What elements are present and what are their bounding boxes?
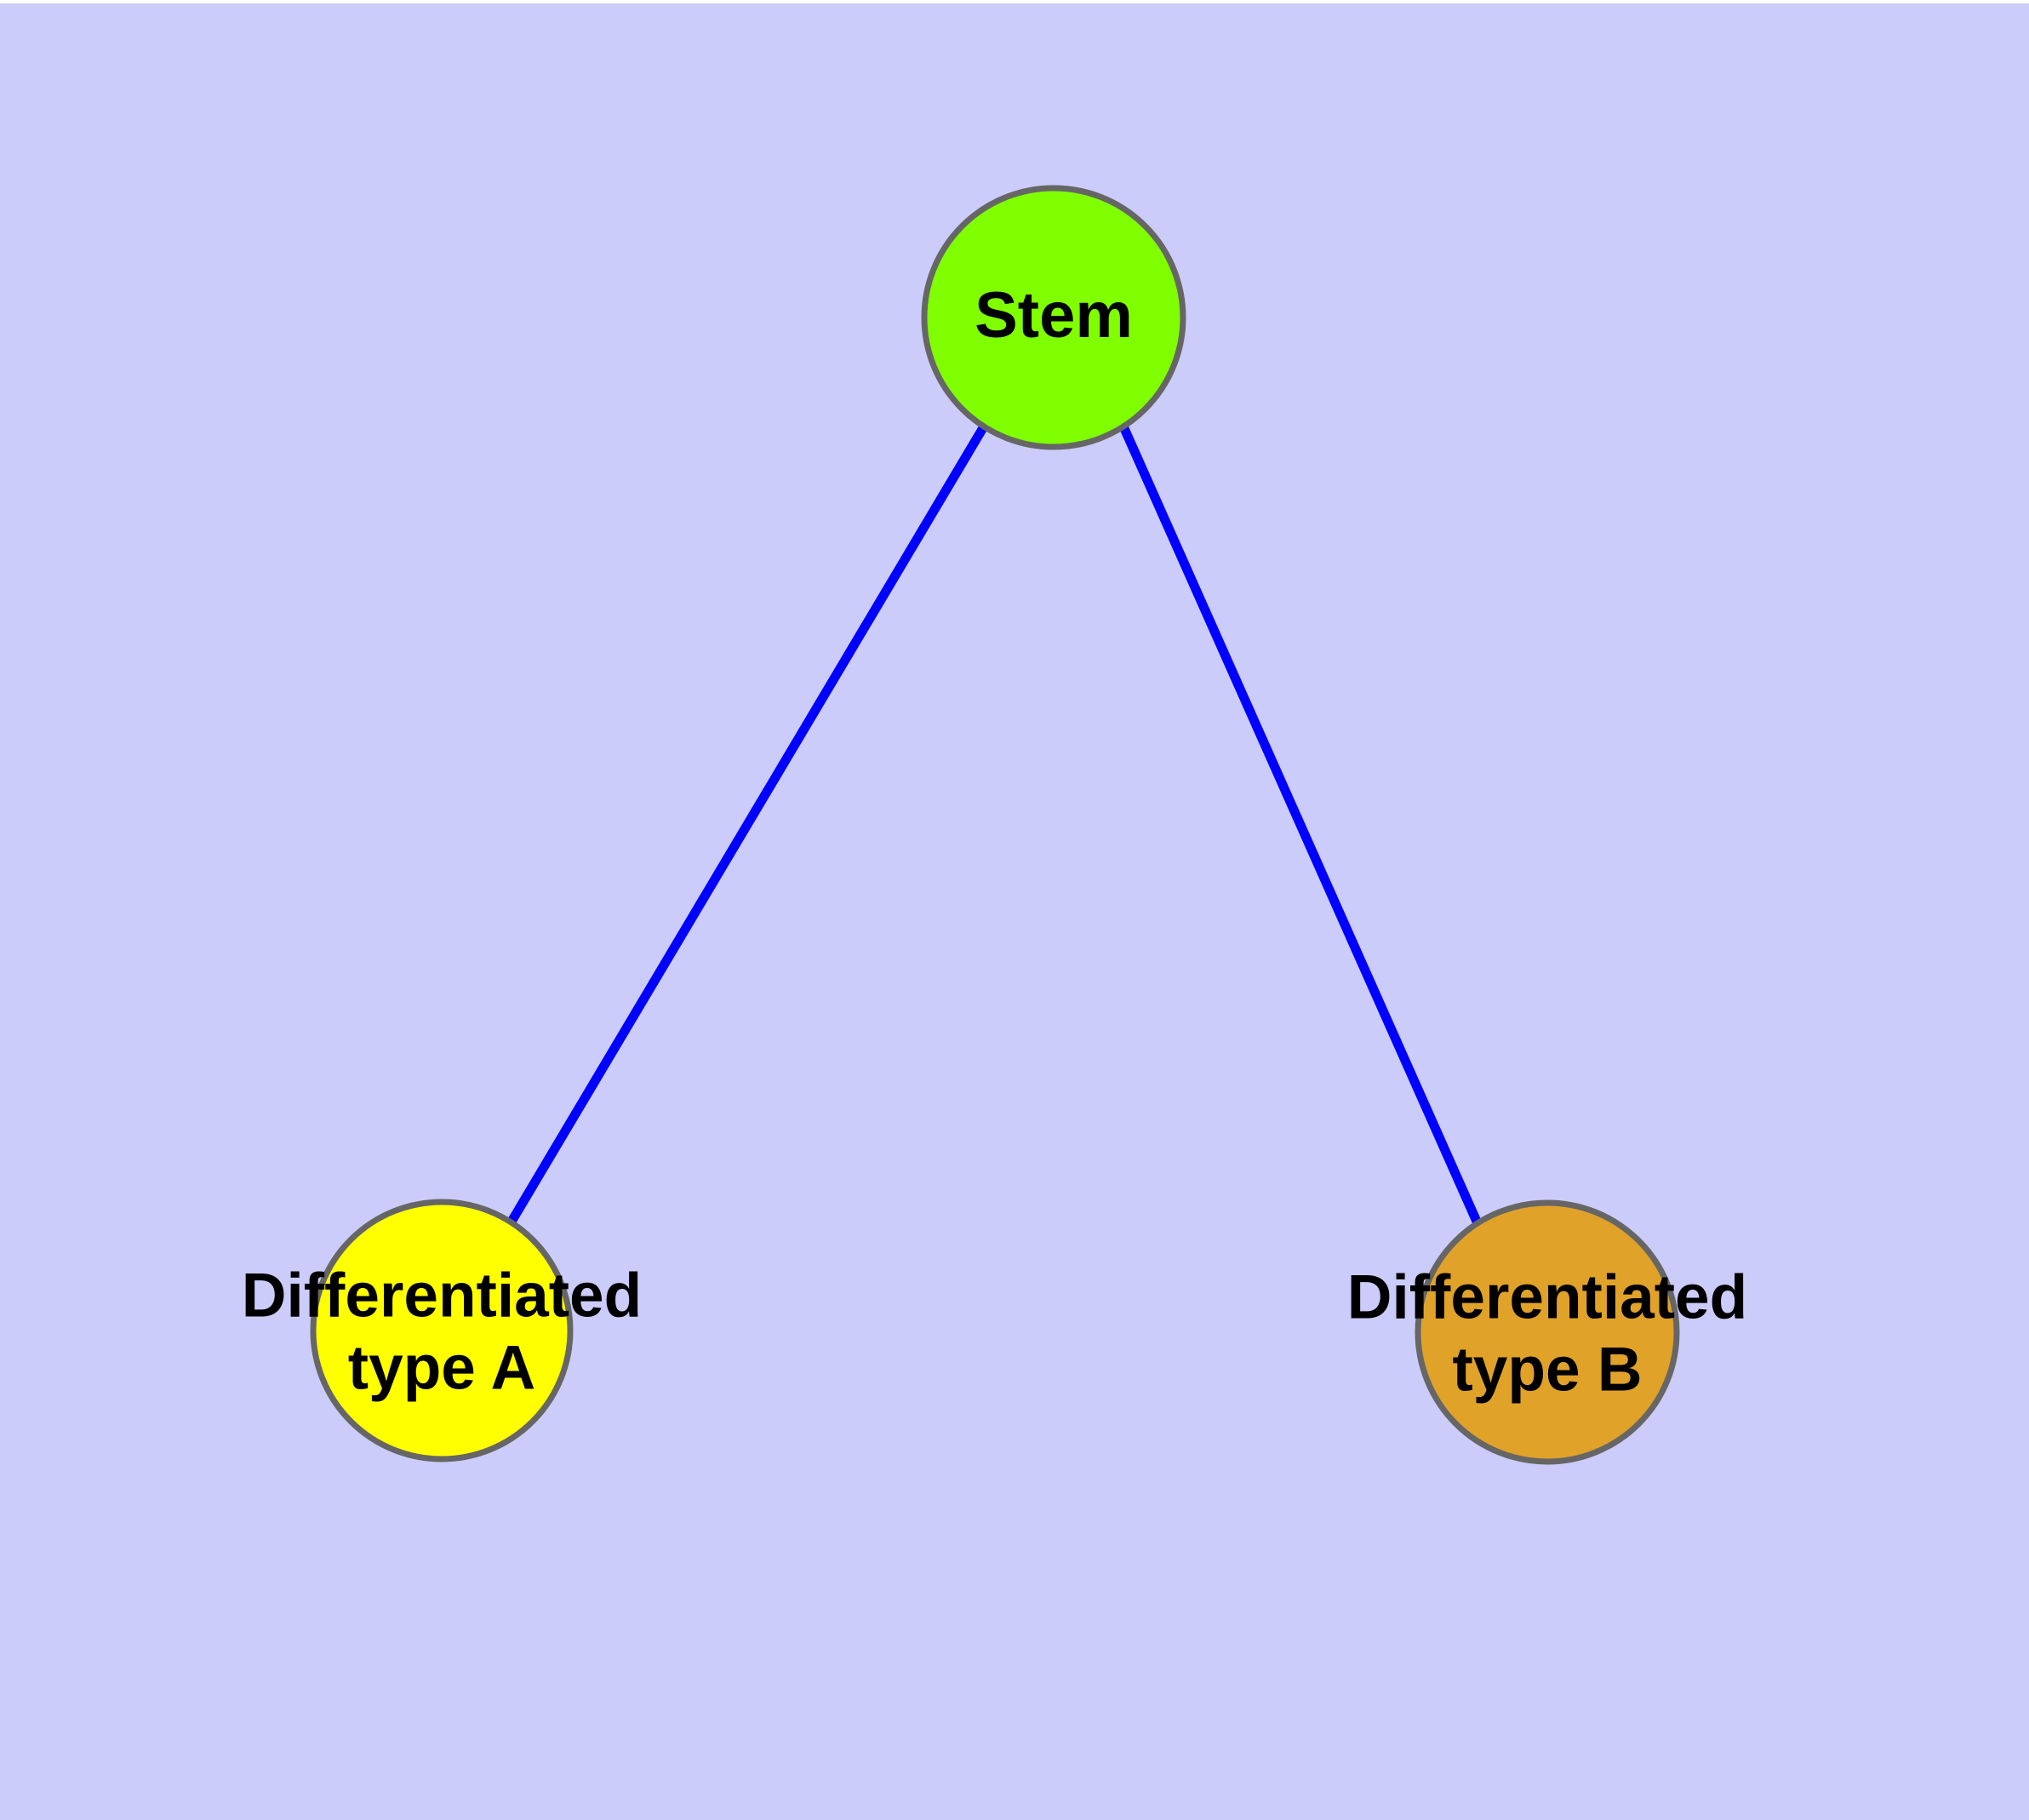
node-label-differentiated-type-a-line1: Differentiated xyxy=(242,1261,643,1330)
node-circle-differentiated-type-b[interactable] xyxy=(1415,1199,1680,1465)
node-label-differentiated-type-a-line2: type A xyxy=(348,1333,535,1402)
edge-group xyxy=(507,424,1483,1226)
node-differentiated-type-b[interactable]: Differentiated type B xyxy=(1347,1199,1748,1465)
cell-lineage-graph: Differentiated type A Differentiated typ… xyxy=(242,185,1748,1465)
node-differentiated-type-a[interactable]: Differentiated type A xyxy=(242,1199,643,1462)
diagram-plot-area: Differentiated type A Differentiated typ… xyxy=(0,3,2029,1820)
node-circle-differentiated-type-a[interactable] xyxy=(310,1199,574,1462)
node-label-differentiated-type-b-line1: Differentiated xyxy=(1347,1262,1748,1331)
edge-stem-to-differentiated-type-b[interactable] xyxy=(1118,424,1483,1226)
node-circle-stem[interactable] xyxy=(921,185,1186,450)
node-label-stem: Stem xyxy=(974,279,1133,352)
node-label-differentiated-type-b-line2: type B xyxy=(1452,1335,1642,1404)
node-stem[interactable]: Stem xyxy=(921,185,1186,450)
edge-stem-to-differentiated-type-a[interactable] xyxy=(507,424,988,1224)
